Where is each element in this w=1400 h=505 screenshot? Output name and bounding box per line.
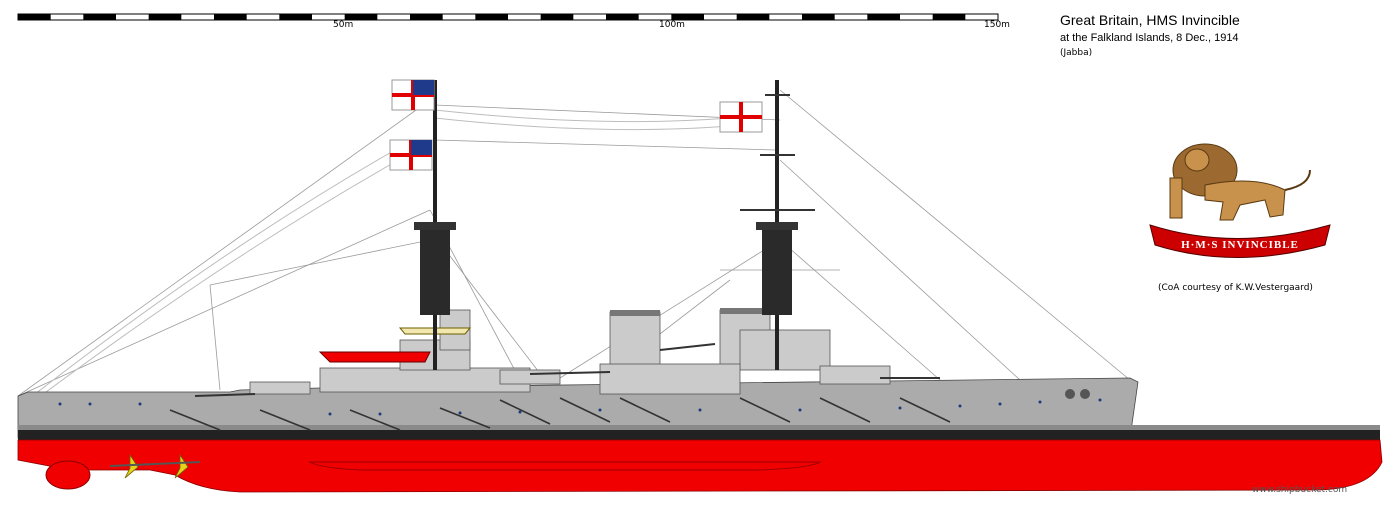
scale-bar-segment bbox=[148, 14, 182, 20]
motto-ribbon bbox=[1149, 224, 1331, 258]
mainmast bbox=[740, 80, 815, 370]
scale-bar-segment bbox=[344, 14, 378, 20]
author-credit: (Jabba) bbox=[1060, 48, 1093, 58]
site-watermark: www.shipbucket.com bbox=[1252, 485, 1348, 495]
scale-mark-100m: 100m bbox=[659, 20, 685, 30]
scale-bar-segment bbox=[279, 14, 312, 20]
boot-top bbox=[18, 430, 1380, 440]
hawse-pipe-2 bbox=[1080, 389, 1090, 399]
lion-emblem bbox=[1169, 143, 1311, 221]
scale-bar-segment bbox=[475, 14, 508, 20]
scale-bar-segment bbox=[540, 14, 574, 20]
scale-bar-segment bbox=[606, 14, 639, 20]
rigging-lines bbox=[17, 89, 1131, 397]
main-guns bbox=[194, 343, 940, 397]
page-title: Great Britain, HMS Invincible bbox=[1060, 12, 1240, 28]
hawse-pipe bbox=[1065, 389, 1075, 399]
signal-hoists bbox=[29, 109, 731, 399]
crest-credit: (CoA courtesy of K.W.Vestergaard) bbox=[1158, 283, 1313, 293]
funnel-1-cap bbox=[610, 310, 660, 316]
scale-bar-segment bbox=[736, 14, 770, 20]
hull-underwater bbox=[17, 439, 1383, 493]
armour-belt bbox=[18, 425, 1380, 430]
scale-bar-segment bbox=[18, 14, 51, 20]
scale-bar-segment bbox=[671, 14, 704, 20]
rudder bbox=[45, 460, 91, 490]
scale-bar-segment bbox=[867, 14, 900, 20]
scale-bar-segment bbox=[932, 14, 966, 20]
portholes bbox=[58, 398, 1102, 416]
scale-bar bbox=[17, 13, 999, 21]
white-ensign-flags bbox=[389, 79, 763, 171]
funnel-2-cap bbox=[720, 308, 770, 314]
torpedo-nets-booms bbox=[169, 397, 951, 431]
ship-crest: H·M·S INVINCIBLE bbox=[1149, 143, 1331, 258]
bilge-keel bbox=[308, 461, 822, 471]
ship-boat bbox=[318, 351, 431, 363]
scale-bar-segment bbox=[410, 14, 443, 20]
scale-mark-50m: 50m bbox=[333, 20, 354, 30]
scale-bar-segment bbox=[802, 14, 835, 20]
foremast bbox=[414, 80, 456, 370]
scale-bar-segment bbox=[214, 14, 247, 20]
scale-mark-150m: 150m bbox=[984, 20, 1010, 30]
crest-motto: H·M·S INVINCIBLE bbox=[1181, 239, 1299, 251]
scale-bar-segment bbox=[83, 14, 116, 20]
page-subtitle: at the Falkland Islands, 8 Dec., 1914 bbox=[1060, 32, 1239, 44]
prop-shaft bbox=[109, 461, 201, 467]
